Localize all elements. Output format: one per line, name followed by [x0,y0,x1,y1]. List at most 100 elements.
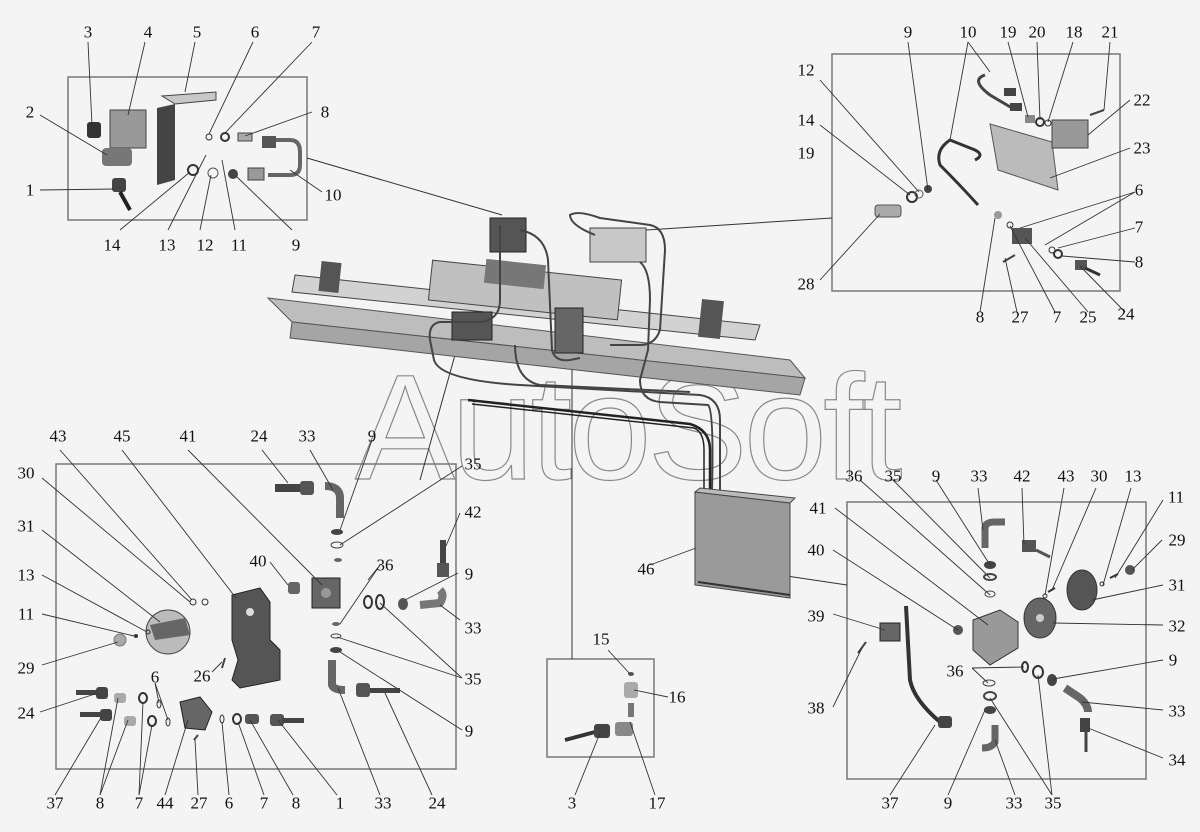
callout-27: 27 [1011,307,1029,327]
watermark-text: AutoSoft [354,343,903,511]
callout-30: 30 [17,463,35,483]
callout-6: 6 [250,22,260,42]
callout-31: 31 [17,516,35,536]
callout-37: 37 [46,793,64,813]
callout-7: 7 [134,793,144,813]
callout-35: 35 [464,454,482,474]
callout-11: 11 [1167,487,1185,507]
callout-41: 41 [179,426,197,446]
callout-36: 36 [946,661,964,681]
callout-23: 23 [1133,138,1151,158]
callout-27: 27 [190,793,208,813]
callout-15: 15 [592,629,610,649]
callout-2: 2 [25,102,35,122]
callout-33: 33 [374,793,392,813]
callout-11: 11 [230,235,248,255]
callout-13: 13 [158,235,176,255]
callout-8: 8 [95,793,105,813]
callout-4: 4 [143,22,153,42]
callout-30: 30 [1090,466,1108,486]
callout-35: 35 [884,466,902,486]
callout-38: 38 [807,698,825,718]
frame-top-right [831,53,1121,292]
callout-29: 29 [1168,530,1186,550]
callout-42: 42 [1013,466,1031,486]
callout-6: 6 [1134,180,1144,200]
frame-bottom-right [846,501,1147,780]
callout-17: 17 [648,793,666,813]
callout-8: 8 [320,102,330,122]
callout-5: 5 [192,22,202,42]
callout-19: 19 [797,143,815,163]
callout-16: 16 [668,687,686,707]
callout-33: 33 [970,466,988,486]
bottom-left-parts [76,481,449,741]
callout-45: 45 [113,426,131,446]
callout-29: 29 [17,658,35,678]
main-assembly [266,212,807,491]
callout-12: 12 [797,60,815,80]
callout-36: 36 [845,466,863,486]
callout-33: 33 [1005,793,1023,813]
callout-24: 24 [17,703,35,723]
callout-7: 7 [259,793,269,813]
callout-1: 1 [335,793,345,813]
callout-10: 10 [324,185,342,205]
callout-43: 43 [49,426,67,446]
top-left-parts [87,91,302,211]
callout-7: 7 [311,22,321,42]
callout-7: 7 [1134,217,1144,237]
callout-44: 44 [156,793,174,813]
callout-18: 18 [1065,22,1083,42]
callout-13: 13 [1124,466,1142,486]
control-box-46 [693,487,797,599]
callout-36: 36 [376,555,394,575]
callout-14: 14 [797,110,815,130]
callout-9: 9 [367,426,377,446]
callout-46: 46 [637,559,655,579]
panel-frames [55,53,1147,780]
callout-6: 6 [224,793,234,813]
callout-9: 9 [931,466,941,486]
callout-43: 43 [1057,466,1075,486]
callout-42: 42 [464,502,482,522]
callout-21: 21 [1101,22,1119,42]
callout-3: 3 [567,793,577,813]
callout-12: 12 [196,235,214,255]
callout-35: 35 [1044,793,1062,813]
callout-35: 35 [464,669,482,689]
callout-40: 40 [807,540,825,560]
callout-34: 34 [1168,750,1186,770]
callout-1: 1 [25,180,35,200]
frame-top-left [67,76,308,221]
callout-14: 14 [103,235,121,255]
bottom-right-parts [857,518,1135,752]
callout-8: 8 [975,307,985,327]
callout-11: 11 [17,604,35,624]
frame-bottom-center [546,658,655,758]
callout-33: 33 [464,618,482,638]
callout-19: 19 [999,22,1017,42]
callout-33: 33 [1168,701,1186,721]
callout-8: 8 [291,793,301,813]
callout-24: 24 [428,793,446,813]
callout-10: 10 [959,22,977,42]
callout-3: 3 [83,22,93,42]
callout-39: 39 [807,606,825,626]
callout-40: 40 [249,551,267,571]
callout-20: 20 [1028,22,1046,42]
callout-24: 24 [250,426,268,446]
callout-41: 41 [809,498,827,518]
callout-24: 24 [1117,304,1135,324]
callout-9: 9 [1168,650,1178,670]
bottom-center-parts [564,672,638,742]
callout-13: 13 [17,565,35,585]
callout-31: 31 [1168,575,1186,595]
leader-lines [39,41,1164,796]
callout-9: 9 [291,235,301,255]
callout-8: 8 [1134,252,1144,272]
callout-9: 9 [464,721,474,741]
callout-32: 32 [1168,616,1186,636]
